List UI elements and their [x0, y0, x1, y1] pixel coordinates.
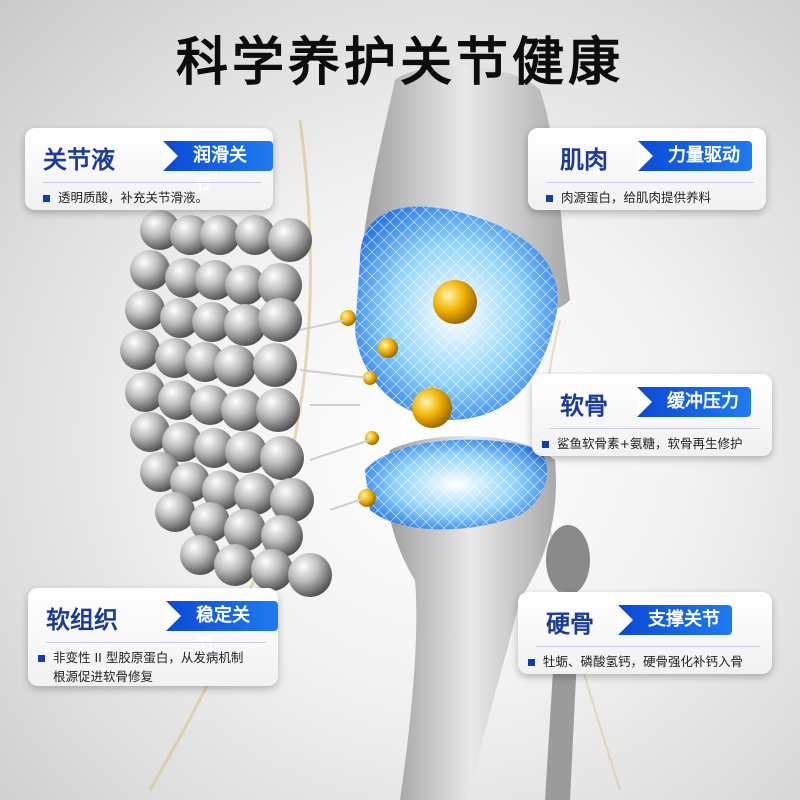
card-cartilage: 软骨 缓冲压力 鲨鱼软骨素+氨糖，软骨再生修护	[532, 374, 772, 456]
bullet-icon	[546, 195, 553, 202]
card-title: 软组织	[46, 606, 118, 634]
card-tag: 力量驱动	[638, 141, 752, 171]
card-tag: 稳定关节	[166, 601, 278, 656]
card-description: 非变性 II 型胶原蛋白，从发病机制 根源促进软骨修复	[38, 648, 268, 686]
bullet-icon	[38, 655, 45, 662]
arrow-icon	[618, 605, 633, 635]
card-description: 牡蛎、磷酸氢钙，硬骨强化补钙入骨	[528, 652, 762, 671]
bullet-icon	[542, 441, 549, 448]
card-synovial-fluid: 关节液 润滑关节 透明质酸，补充关节滑液。	[25, 128, 273, 210]
page-title: 科学养护关节健康	[175, 33, 624, 93]
card-soft-tissue: 软组织 稳定关节 非变性 II 型胶原蛋白，从发病机制 根源促进软骨修复	[28, 588, 278, 686]
bullet-icon	[43, 195, 50, 202]
card-title: 关节液	[43, 146, 115, 174]
card-muscle: 肌肉 力量驱动 肉源蛋白，给肌肉提供养料	[528, 128, 766, 210]
card-title: 软骨	[560, 392, 608, 420]
card-description: 透明质酸，补充关节滑液。	[43, 188, 263, 207]
card-bone: 硬骨 支撑关节 牡蛎、磷酸氢钙，硬骨强化补钙入骨	[518, 592, 772, 674]
divider	[550, 428, 760, 429]
divider	[536, 646, 760, 647]
card-tag: 支撑关节	[618, 605, 732, 635]
molecule-cluster	[120, 210, 332, 597]
arrow-icon	[166, 601, 181, 631]
card-tag: 润滑关节	[163, 141, 273, 196]
divider	[46, 642, 266, 643]
card-description: 肉源蛋白，给肌肉提供养料	[546, 188, 756, 207]
bullet-icon	[528, 659, 535, 666]
arrow-icon	[163, 141, 178, 171]
arrow-icon	[638, 141, 653, 171]
divider	[43, 182, 261, 183]
arrow-icon	[637, 387, 652, 417]
card-title: 硬骨	[546, 610, 594, 638]
card-tag: 缓冲压力	[637, 387, 751, 417]
divider	[546, 182, 754, 183]
card-description: 鲨鱼软骨素+氨糖，软骨再生修护	[542, 434, 762, 453]
card-title: 肌肉	[560, 146, 608, 174]
